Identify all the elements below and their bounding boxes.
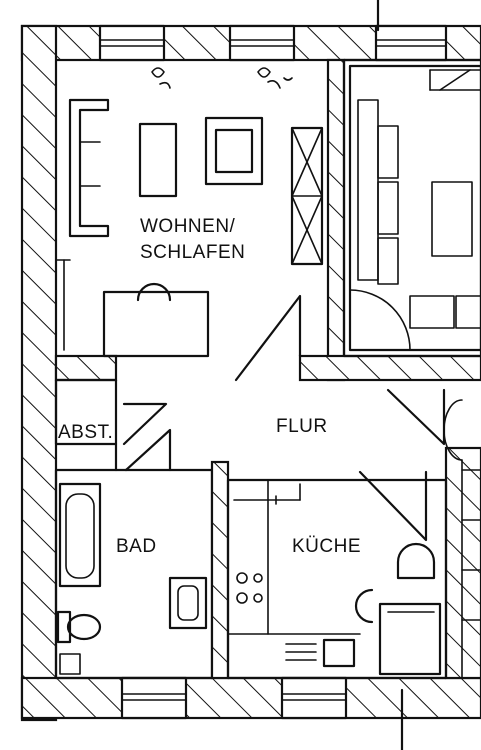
kitchen-chair — [354, 588, 374, 624]
kitchen-chair — [396, 542, 436, 580]
plant-icon — [257, 67, 293, 89]
toilet — [56, 610, 72, 644]
window — [228, 24, 296, 62]
window — [98, 24, 166, 62]
label-storage: ABST. — [58, 422, 113, 443]
bottom-wall — [20, 676, 481, 720]
door-swing — [234, 294, 302, 382]
window — [280, 676, 348, 720]
bathtub — [58, 482, 102, 588]
label-living-bedroom-2: SCHLAFEN — [140, 242, 245, 263]
hallway — [54, 294, 463, 542]
stove-burner — [253, 573, 263, 583]
living-room — [55, 67, 324, 358]
door-swing — [124, 428, 172, 472]
top-windows — [98, 0, 448, 62]
interior-wall-mid-right — [298, 354, 481, 382]
storage-room — [54, 378, 118, 446]
bedroom-room — [342, 58, 481, 358]
bed-headboard — [377, 125, 399, 179]
interior-wall-mid-left — [54, 354, 118, 382]
desk-chair — [136, 282, 172, 302]
armchair — [204, 116, 264, 186]
interior-wall-vertical — [326, 58, 346, 382]
stair-wall — [444, 446, 481, 680]
stove-burner — [236, 572, 248, 584]
nightstand — [431, 181, 473, 257]
label-hallway: FLUR — [276, 416, 328, 437]
chair — [409, 295, 455, 329]
sink — [168, 576, 208, 630]
kitchen-sink — [322, 638, 356, 668]
stove-burner — [236, 592, 248, 604]
bed-headboard — [377, 181, 399, 235]
door-swing — [122, 402, 168, 446]
kitchen-table — [378, 602, 442, 676]
window — [374, 24, 448, 62]
staircase — [461, 459, 481, 679]
door-swing — [358, 470, 428, 542]
coffee-table — [138, 122, 178, 198]
chair — [455, 295, 481, 329]
door-swing — [386, 388, 446, 446]
window — [120, 676, 188, 720]
label-kitchen: KÜCHE — [292, 536, 361, 557]
sofa — [68, 98, 110, 238]
stove-burner — [253, 593, 263, 603]
bed — [357, 99, 379, 281]
kitchen — [226, 478, 448, 680]
bed-headboard — [377, 237, 399, 285]
exterior-walls — [20, 24, 481, 722]
label-living-bedroom-1: WOHNEN/ — [140, 216, 236, 237]
label-bathroom: BAD — [116, 536, 157, 557]
plant-icon — [151, 67, 171, 89]
desk — [102, 290, 210, 358]
left-wall — [20, 24, 58, 722]
bathroom — [54, 460, 230, 680]
